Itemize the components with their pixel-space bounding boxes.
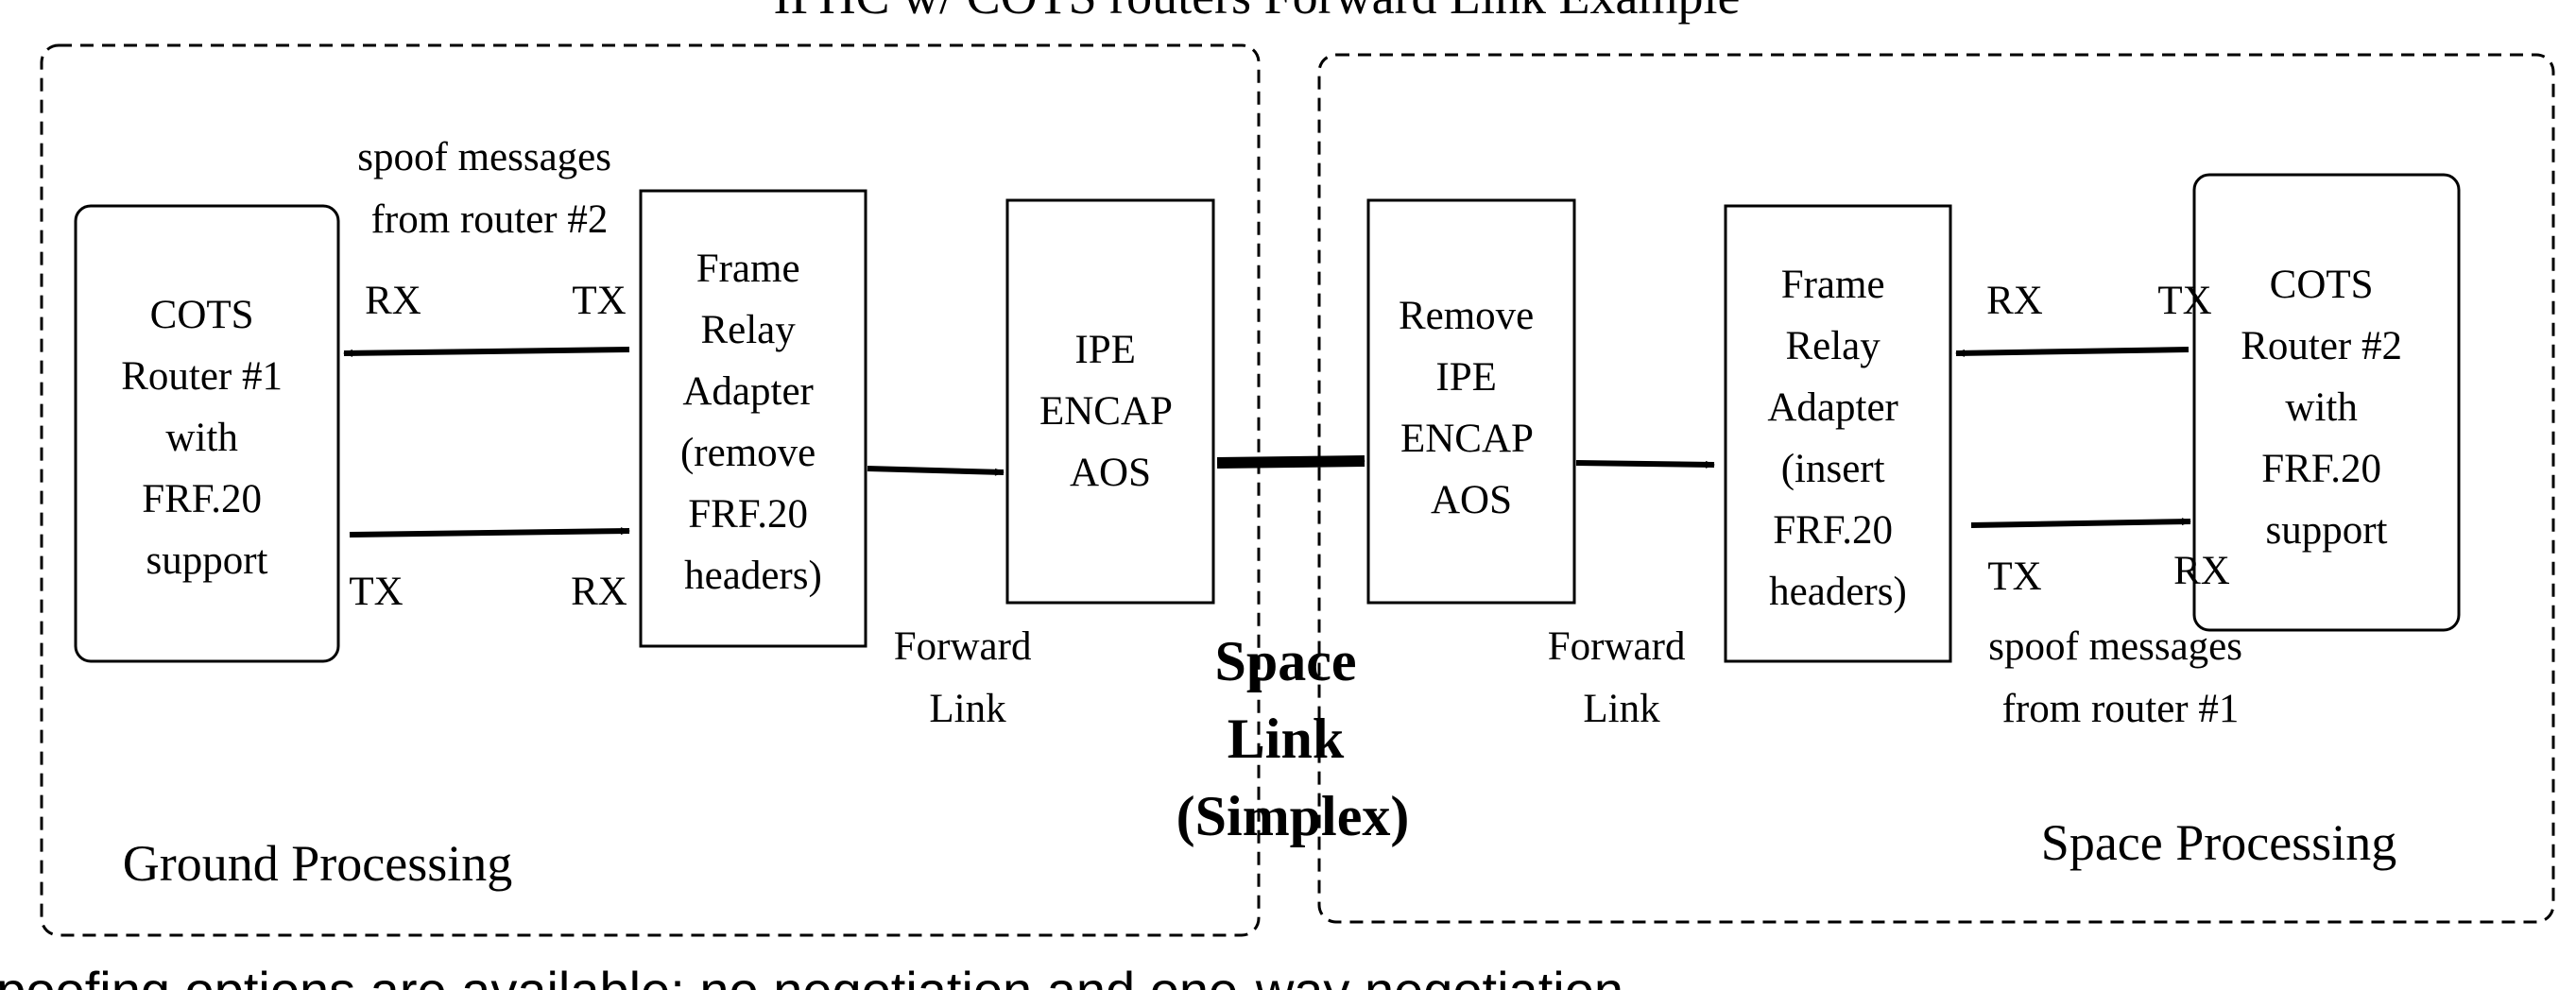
- spoof-messages-from-router2-label: spoof messages from router #2: [357, 135, 621, 242]
- ipe-encap-aos-label: IPE ENCAP AOS: [1039, 328, 1181, 495]
- spoof-messages-from-router1-label: spoof messages from router #1: [1988, 624, 2252, 731]
- router2-tx-label: TX: [2157, 279, 2211, 323]
- arrow-fra1-to-ipe-encap: [867, 466, 1005, 476]
- ground-processing-label: Ground Processing: [123, 835, 512, 892]
- diagram-title: IPHC w/ COTS routers Forward Link Exampl…: [774, 0, 1741, 25]
- arrow-router1-to-fra1: [349, 527, 630, 538]
- remove-ipe-encap-aos-box: [1366, 198, 1576, 605]
- router1-tx-label: TX: [349, 570, 403, 614]
- router2-rx-label: RX: [2173, 549, 2230, 593]
- ipe-encap-aos-box: [1005, 198, 1215, 605]
- remove-ipe-encap-aos-label: Remove IPE ENCAP AOS: [1399, 294, 1544, 522]
- forward-link-right-label: Forward Link: [1548, 624, 1695, 731]
- space-processing-label: Space Processing: [2041, 814, 2396, 871]
- caption-text: Two spoofing options are available: no n…: [0, 961, 1623, 990]
- router1-rx-label: RX: [365, 279, 421, 323]
- frame-relay-adapter-remove-box: [639, 189, 867, 648]
- fra2-tx-label: TX: [1987, 555, 2041, 599]
- arrow-space-link: [1216, 455, 1365, 469]
- cots-router-1-box: [74, 204, 340, 663]
- fra1-rx-label: RX: [571, 570, 627, 614]
- ground-processing-frame: [40, 43, 1261, 937]
- forward-link-left-label: Forward Link: [894, 624, 1041, 731]
- cots-router-1-label: COTS Router #1 with FRF.20 support: [121, 293, 293, 583]
- space-link-label: Space Link (Simplex): [1176, 630, 1410, 847]
- cots-router-2-box: [2192, 173, 2461, 632]
- arrow-fra1-to-router1: [343, 347, 630, 357]
- arrow-fra2-to-router2: [1970, 518, 2191, 528]
- space-processing-frame: [1317, 53, 2555, 924]
- frame-relay-adapter-insert-box: [1724, 204, 1952, 663]
- frame-relay-adapter-remove-label: Frame Relay Adapter (remove FRF.20 heade…: [680, 247, 826, 598]
- frame-relay-adapter-insert-label: Frame Relay Adapter (insert FRF.20 heade…: [1767, 263, 1908, 614]
- cots-router-2-label: COTS Router #2 with FRF.20 support: [2241, 263, 2413, 553]
- arrow-remove-ipe-to-fra2: [1575, 460, 1715, 469]
- fra1-tx-label: TX: [572, 279, 626, 323]
- fra2-rx-label: RX: [1986, 279, 2043, 323]
- arrow-router2-to-fra2: [1955, 347, 2190, 357]
